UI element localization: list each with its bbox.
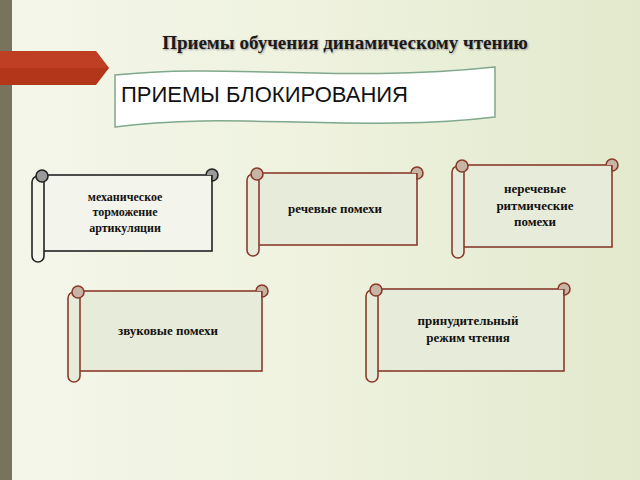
scroll-body: [374, 289, 564, 371]
scroll-body: [76, 291, 262, 371]
scroll-body: [460, 165, 612, 247]
scroll-knob: [36, 170, 48, 182]
scroll-knob: [251, 168, 263, 180]
scroll-curl: [606, 159, 618, 171]
arrow-highlight: [0, 51, 109, 68]
scroll-curl: [206, 169, 218, 181]
text-area: ПРИЕМЫ БЛОКИРОВАНИЯ: [121, 67, 491, 123]
scroll-body: [40, 175, 212, 251]
scroll-body: [255, 173, 417, 245]
node-label: принудительный режим чтения: [398, 313, 538, 347]
node-label: неречевые ритмические помехи: [475, 181, 595, 232]
text-area: звуковые помехи: [93, 292, 243, 370]
text-area: принудительный режим чтения: [398, 290, 538, 370]
scroll-curl: [411, 167, 423, 179]
node-label: ПРИЕМЫ БЛОКИРОВАНИЯ: [121, 81, 408, 110]
scroll-box: механическое торможение артикуляции: [30, 164, 222, 264]
diagram-title: Приемы обучения динамическому чтению: [60, 32, 630, 54]
scroll-roll: [247, 174, 259, 256]
scroll-box: речевые помехи: [245, 162, 427, 258]
node-label: речевые помехи: [288, 201, 382, 218]
text-area: речевые помехи: [270, 174, 400, 244]
scroll-box: неречевые ритмические помехи: [450, 154, 622, 260]
node-label: механическое торможение артикуляции: [60, 190, 190, 237]
scroll-curl: [558, 283, 570, 295]
scroll-box: звуковые помехи: [66, 280, 272, 384]
banner-outline: [115, 67, 495, 127]
heading-banner: ПРИЕМЫ БЛОКИРОВАНИЯ: [113, 63, 497, 131]
scroll-roll: [68, 292, 80, 382]
scroll-roll: [452, 166, 464, 258]
scroll-roll: [32, 176, 44, 262]
scroll-curl: [256, 285, 268, 297]
text-area: механическое торможение артикуляции: [60, 176, 190, 250]
node-label: звуковые помехи: [118, 323, 218, 340]
scroll-box: принудительный режим чтения: [364, 278, 574, 384]
red-arrow: [0, 51, 109, 85]
scroll-knob: [72, 286, 84, 298]
text-area: неречевые ритмические помехи: [475, 166, 595, 246]
scroll-roll: [366, 290, 378, 382]
scroll-knob: [456, 160, 468, 172]
scroll-knob: [370, 284, 382, 296]
